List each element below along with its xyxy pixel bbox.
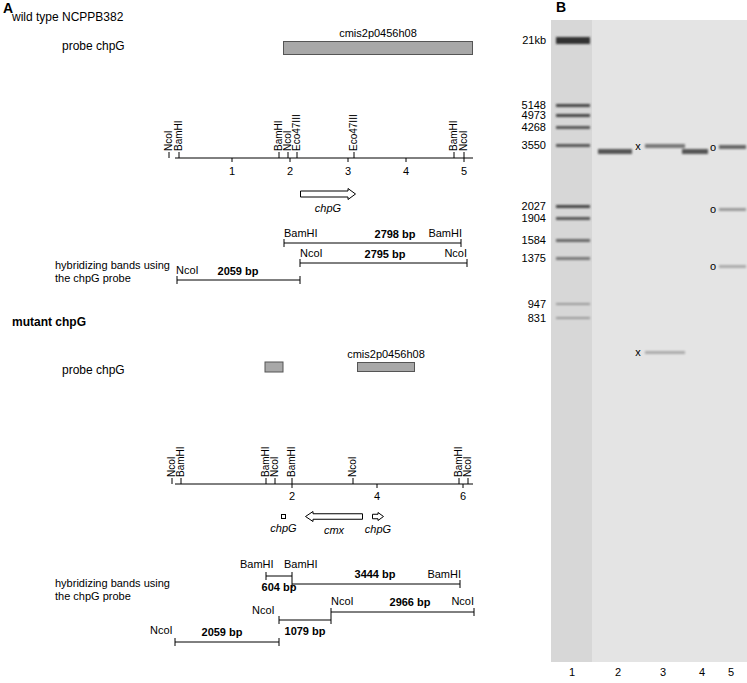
restriction-site: Eco47III xyxy=(349,114,359,151)
fragment-size: 2966 bp xyxy=(390,596,431,609)
fragment-size: 604 bp xyxy=(262,581,297,594)
marker-size: 4973 xyxy=(522,109,546,122)
restriction-site: NcoI xyxy=(331,595,354,608)
restriction-site: NcoI xyxy=(459,130,469,151)
restriction-site: NcoI xyxy=(348,456,358,477)
row-label: probe chpG xyxy=(62,40,125,53)
axis-tick: 5 xyxy=(461,165,467,178)
restriction-site: NcoI xyxy=(300,247,323,260)
arrow-outline xyxy=(372,512,384,521)
fragment-size: 3444 bp xyxy=(355,568,396,581)
arrow-outline xyxy=(305,511,363,522)
axis-tick: 3 xyxy=(345,165,351,178)
restriction-site: BamHI xyxy=(427,568,461,581)
lane-number: 1 xyxy=(569,666,575,679)
arrow-outline xyxy=(300,188,356,200)
gene-arrow: chpG xyxy=(300,188,356,200)
band-marker: o xyxy=(710,141,716,154)
row-label: probe chpG xyxy=(62,364,125,377)
restriction-site: BamHI xyxy=(240,558,274,571)
restriction-site: NcoI xyxy=(444,247,467,260)
gene-arrow: chpG xyxy=(372,512,384,521)
cassette-arrow: cmx xyxy=(305,511,363,522)
fragment-size: 2798 bp xyxy=(375,228,416,241)
marker-size: 1584 xyxy=(522,234,546,247)
row-label: hybridizing bands using the chpG probe xyxy=(55,577,173,603)
gene-fragment: chpG xyxy=(281,514,286,519)
marker-size: 3550 xyxy=(522,139,546,152)
axis-tick: 2 xyxy=(289,490,295,503)
band-marker: o xyxy=(710,203,716,216)
restriction-site: BamHI xyxy=(174,120,184,151)
band-marker: x xyxy=(635,346,641,359)
marker-size: 21kb xyxy=(522,34,546,47)
marker-size: 831 xyxy=(528,312,546,325)
marker-size: 1904 xyxy=(522,212,546,225)
restriction-site: NcoI xyxy=(463,456,473,477)
restriction-site: BamHI xyxy=(176,446,186,477)
restriction-site: NcoI xyxy=(270,456,280,477)
axis-tick: 4 xyxy=(403,165,409,178)
restriction-site: BamHI xyxy=(449,120,459,151)
node-label: cmx xyxy=(324,524,344,537)
marker-size: 947 xyxy=(528,298,546,311)
marker-size: 4268 xyxy=(522,121,546,134)
restriction-site: Eco47III xyxy=(292,114,302,151)
restriction-site: NcoI xyxy=(451,595,474,608)
restriction-site: BamHI xyxy=(284,558,318,571)
probe-bar xyxy=(265,362,283,372)
fragment-size: 2795 bp xyxy=(365,248,406,261)
restriction-map xyxy=(169,152,474,646)
lane-number: 2 xyxy=(615,666,621,679)
lane-number: 4 xyxy=(699,666,705,679)
panel-letter: B xyxy=(556,1,566,14)
node-label: cmis2p0456h08 xyxy=(339,27,417,40)
marker-size: 1375 xyxy=(522,252,546,265)
axis-tick: 2 xyxy=(287,165,293,178)
lane-number: 3 xyxy=(660,666,666,679)
section-heading: wild type NCPPB382 xyxy=(12,11,123,24)
fragment-size: 1079 bp xyxy=(285,625,326,638)
fragment-size: 2059 bp xyxy=(218,265,259,278)
node-label: chpG xyxy=(365,523,391,536)
probe-bar: cmis2p0456h08 xyxy=(357,362,415,372)
restriction-site: BamHI xyxy=(428,227,462,240)
marker-size: 2027 xyxy=(522,200,546,213)
restriction-site: NcoI xyxy=(176,264,199,277)
restriction-site: NcoI xyxy=(150,624,173,637)
axis-tick: 6 xyxy=(460,490,466,503)
axis-tick: 4 xyxy=(374,490,380,503)
node-label: cmis2p0456h08 xyxy=(347,348,425,361)
restriction-site: NcoI xyxy=(252,604,275,617)
lane-number: 5 xyxy=(728,666,734,679)
gel-photo xyxy=(551,20,747,662)
axis-tick: 1 xyxy=(229,165,235,178)
band-marker: x xyxy=(635,140,641,153)
probe-bar: cmis2p0456h08 xyxy=(283,41,473,55)
restriction-site: BamHI xyxy=(287,446,297,477)
band-marker: o xyxy=(710,260,716,273)
row-label: hybridizing bands using the chpG probe xyxy=(55,259,173,285)
node-label: chpG xyxy=(270,522,296,535)
restriction-site: BamHI xyxy=(284,227,318,240)
panel-letter: A xyxy=(3,2,13,15)
fragment-size: 2059 bp xyxy=(202,626,243,639)
section-heading: mutant chpG xyxy=(12,316,86,329)
restriction-site: NcoI xyxy=(164,130,174,151)
node-label: chpG xyxy=(315,202,341,215)
